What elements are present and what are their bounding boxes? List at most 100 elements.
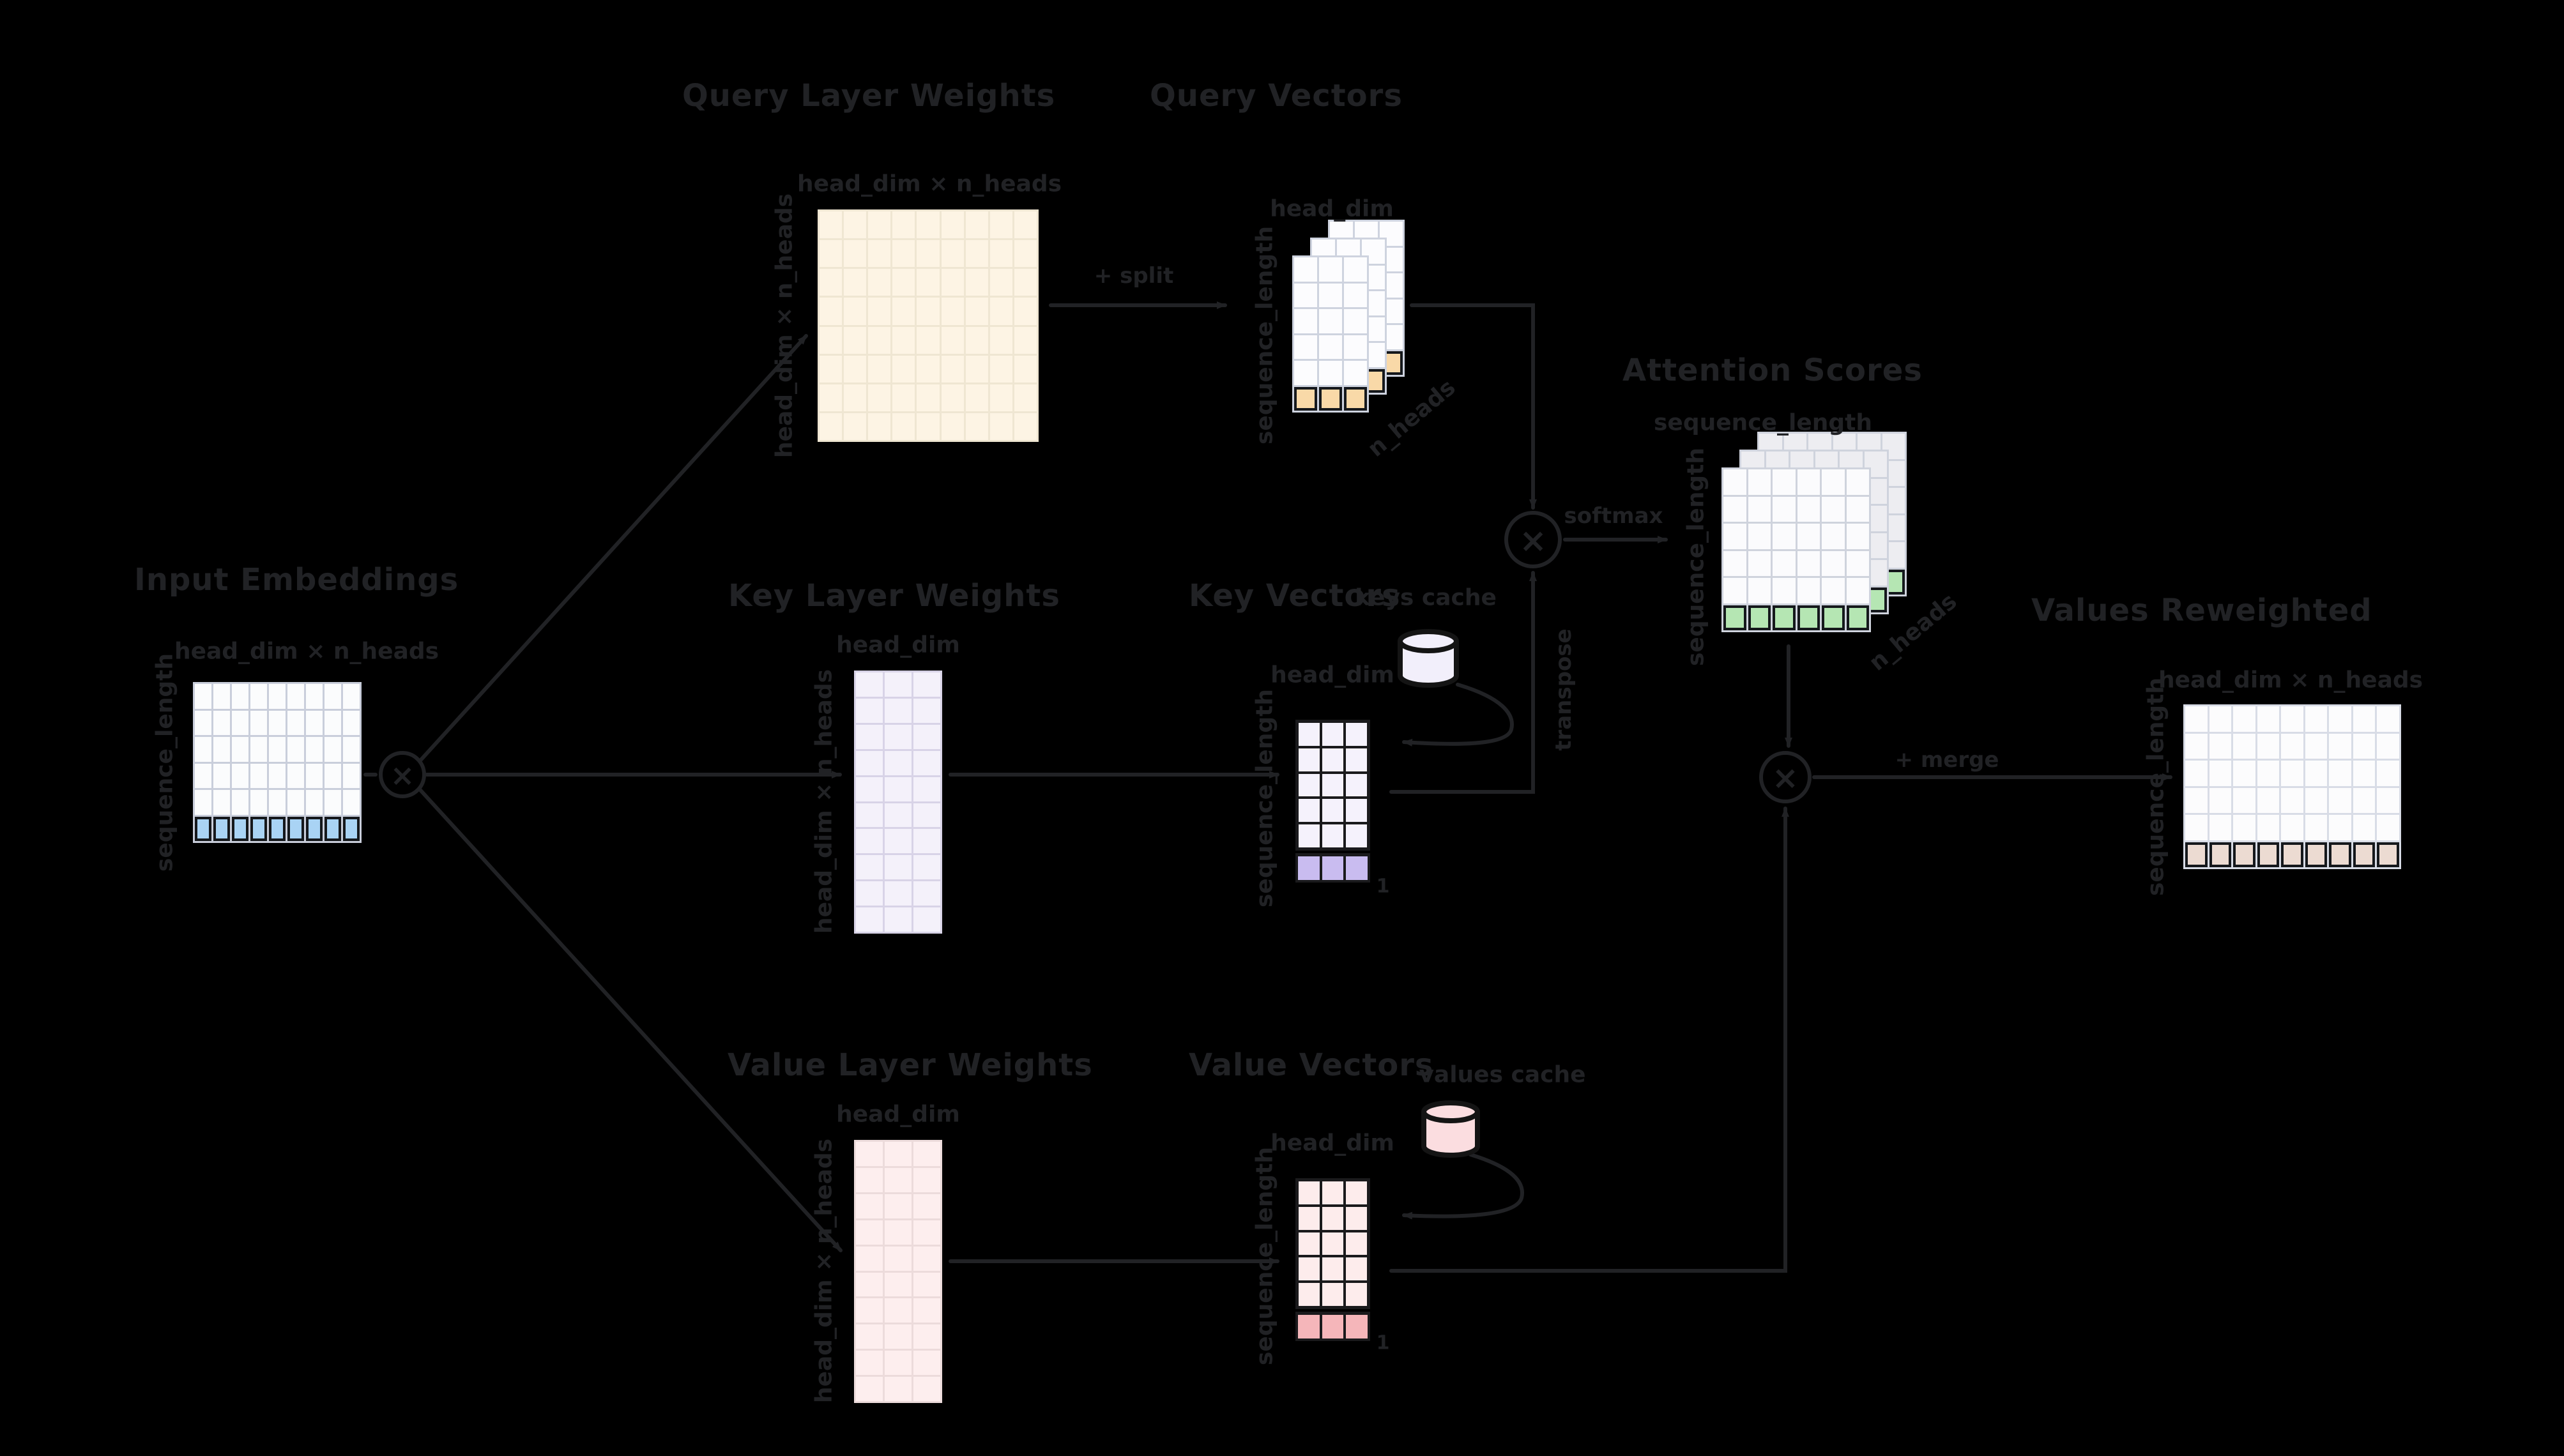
input-embeddings-matrix	[193, 682, 362, 843]
matrix-cell	[941, 413, 964, 440]
matrix-cell	[1014, 211, 1037, 239]
matrix-cell	[1299, 1206, 1320, 1230]
matrix-cell	[1014, 355, 1037, 383]
merge-operation-label: + merge	[1895, 747, 1999, 773]
matrix-cell	[1748, 496, 1771, 522]
matrix-cell	[844, 211, 867, 239]
matrix-cell	[2329, 761, 2351, 786]
input-embeddings-height-label: sequence_length	[151, 653, 178, 872]
matrix-cell	[2185, 842, 2208, 867]
matrix-cell	[2305, 733, 2328, 759]
matrix-cell	[2305, 706, 2328, 732]
matrix-cell	[913, 1351, 940, 1376]
matrix-cell	[1346, 856, 1368, 880]
key-vectors-height-label: sequence_length	[1251, 688, 1278, 908]
matrix-cell	[287, 710, 304, 735]
matrix-cell	[2281, 706, 2303, 732]
arrow-branch-to-value-weights	[418, 787, 843, 1252]
matrix-cell	[913, 1142, 940, 1166]
matrix-cell	[1346, 1257, 1367, 1281]
matrix-cell	[2377, 761, 2399, 786]
matrix-cell	[913, 1377, 940, 1401]
matrix-cell	[1773, 496, 1796, 522]
key-weights-height-label: head_dim × n_heads	[811, 669, 837, 934]
matrix-cell	[913, 1272, 940, 1297]
matrix-cell	[2209, 842, 2232, 867]
matrix-cell	[269, 684, 286, 709]
matrix-cell	[1822, 524, 1845, 549]
matrix-cell	[885, 672, 912, 697]
matrix-cell	[1723, 469, 1746, 495]
matrix-cell	[856, 855, 883, 880]
matrix-cell	[1822, 496, 1845, 522]
branch-multiply-symbol: ×	[390, 758, 415, 792]
matrix-cell	[1723, 605, 1746, 630]
matrix-cell	[1344, 361, 1367, 385]
value-weights-title: Value Layer Weights	[728, 1047, 1093, 1083]
key-vectors-head-count-label: 1	[1376, 875, 1390, 898]
matrix-cell	[913, 803, 940, 828]
matrix-cell	[892, 384, 915, 411]
matrix-cell	[2233, 787, 2255, 813]
matrix-cell	[917, 240, 940, 268]
matrix-cell	[856, 1167, 883, 1192]
matrix-cell	[885, 1167, 912, 1192]
matrix-cell	[2257, 761, 2280, 786]
matrix-cell	[1319, 283, 1342, 307]
matrix-cell	[2329, 815, 2351, 840]
matrix-cell	[1294, 257, 1317, 282]
matrix-cell	[1299, 748, 1320, 771]
matrix-cell	[2377, 706, 2399, 732]
matrix-cell	[965, 211, 988, 239]
matrix-cell	[917, 326, 940, 354]
matrix-cell	[1346, 1283, 1367, 1306]
matrix-cell	[343, 790, 360, 815]
matrix-cell	[2305, 842, 2328, 867]
attention-scores-title: Attention Scores	[1622, 353, 1923, 388]
query-vectors-width-label: head_dim	[1270, 195, 1394, 222]
arrow-value-vectors-to-matmul2	[1389, 807, 1789, 1273]
matrix-cell	[1322, 1283, 1343, 1306]
matmul1-node: ×	[1504, 511, 1562, 568]
matrix-cell	[1773, 550, 1796, 576]
matmul1-multiply-symbol: ×	[1519, 522, 1547, 560]
matrix-cell	[232, 737, 248, 762]
matrix-cell	[1299, 773, 1320, 797]
values-cache-icon	[1421, 1100, 1480, 1158]
matrix-cell	[856, 1194, 883, 1218]
matrix-cell	[844, 269, 867, 296]
matrix-cell	[820, 384, 843, 411]
matrix-cell	[965, 413, 988, 440]
matrix-cell	[913, 1298, 940, 1323]
matrix-cell	[885, 1351, 912, 1376]
matrix-cell	[2209, 706, 2232, 732]
matrix-cell	[868, 298, 891, 325]
matrix-cell	[2329, 733, 2351, 759]
matrix-cell	[306, 763, 323, 788]
matrix-cell	[989, 413, 1012, 440]
matrix-cell	[2185, 733, 2208, 759]
query-vectors-title: Query Vectors	[1150, 78, 1403, 114]
matrix-cell	[885, 855, 912, 880]
matrix-cell	[885, 1142, 912, 1166]
matrix-cell	[892, 240, 915, 268]
query-weights-height-label: head_dim × n_heads	[771, 193, 798, 459]
input-embeddings-width-label: head_dim × n_heads	[174, 638, 439, 665]
matrix-cell	[269, 763, 286, 788]
matrix-cell	[2281, 842, 2303, 867]
input-embeddings-title: Input Embeddings	[134, 562, 459, 598]
matrix-cell	[820, 298, 843, 325]
matrix-cell	[941, 269, 964, 296]
matrix-cell	[2185, 787, 2208, 813]
query-weights-matrix	[818, 209, 1039, 442]
matrix-cell	[2233, 733, 2255, 759]
matrix-cell	[856, 1377, 883, 1401]
matrix-cell	[2209, 787, 2232, 813]
matrix-cell	[1014, 298, 1037, 325]
matrix-cell	[885, 724, 912, 749]
matrix-cell	[1797, 524, 1820, 549]
matrix-cell	[2329, 706, 2351, 732]
matrix-cell	[844, 240, 867, 268]
matrix-cell	[1346, 799, 1367, 823]
matrix-cell	[868, 326, 891, 354]
